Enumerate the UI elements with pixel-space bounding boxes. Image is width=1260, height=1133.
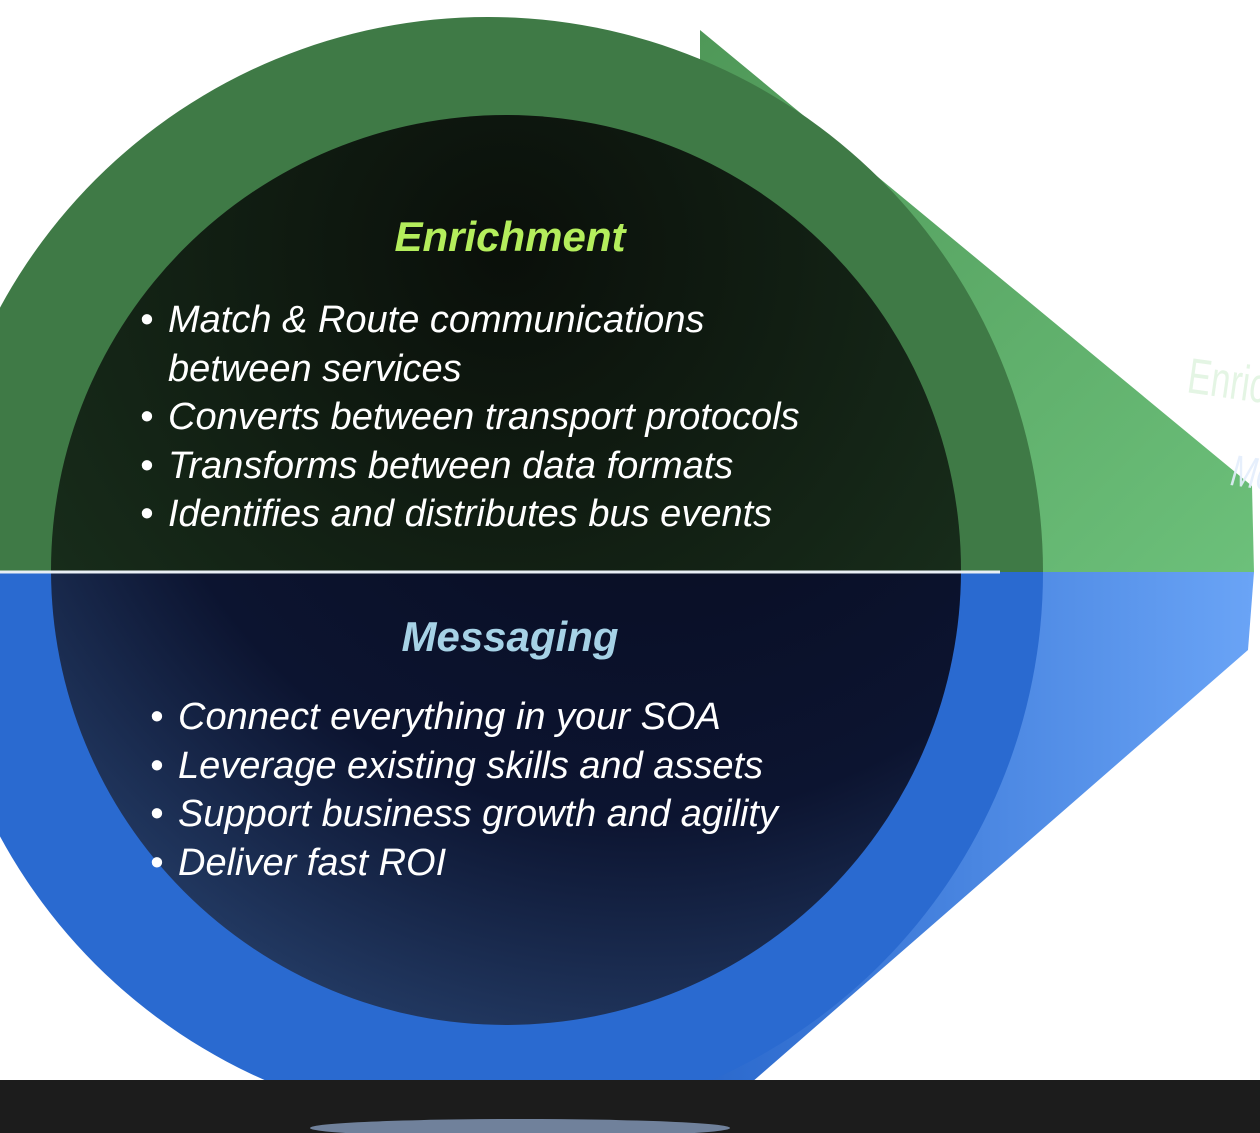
bullet-text: Match & Route communications between ser… bbox=[168, 299, 705, 390]
messaging-bullet-list: • Connect everything in your SOA • Leverag… bbox=[150, 693, 778, 887]
enrichment-bullet-list: • Match & Route communications between se… bbox=[140, 296, 800, 539]
messaging-bullet: • Deliver fast ROI bbox=[150, 839, 778, 888]
enrichment-bullet: • Identifies and distributes bus events bbox=[140, 490, 800, 539]
bullet-text: Deliver fast ROI bbox=[178, 841, 447, 884]
bullet-text: Connect everything in your SOA bbox=[178, 696, 721, 738]
bullet-dot: • bbox=[150, 744, 164, 787]
side-label-enrichment: Enrichment bbox=[1184, 349, 1260, 429]
bullet-dot: • bbox=[140, 396, 154, 438]
front-face bbox=[51, 115, 961, 1025]
bullet-text: Converts between transport protocols bbox=[168, 396, 800, 438]
bullet-dot: • bbox=[150, 793, 164, 835]
bullet-dot: • bbox=[140, 493, 154, 535]
enrichment-title: Enrichment bbox=[394, 213, 626, 260]
bullet-text: Support business growth and agility bbox=[178, 793, 778, 835]
messaging-title: Messaging bbox=[401, 613, 619, 660]
messaging-bullet: • Leverage existing skills and assets bbox=[150, 742, 778, 791]
enrichment-bullet: • Match & Route communications between se… bbox=[140, 296, 800, 393]
bullet-dot: • bbox=[150, 696, 164, 738]
enrichment-bullet: • Converts between transport protocols bbox=[140, 393, 800, 442]
enrichment-bullet: • Transforms between data formats bbox=[140, 442, 800, 491]
bullet-dot: • bbox=[150, 841, 164, 884]
bottom-reflection bbox=[310, 1119, 730, 1133]
messaging-bullet: • Connect everything in your SOA bbox=[150, 693, 778, 742]
bullet-text: Identifies and distributes bus events bbox=[168, 493, 773, 535]
bullet-dot: • bbox=[140, 299, 154, 341]
bullet-text: Leverage existing skills and assets bbox=[178, 744, 764, 787]
bullet-dot: • bbox=[140, 444, 154, 487]
messaging-bullet: • Support business growth and agility bbox=[150, 790, 778, 839]
bullet-text: Transforms between data formats bbox=[168, 444, 734, 487]
